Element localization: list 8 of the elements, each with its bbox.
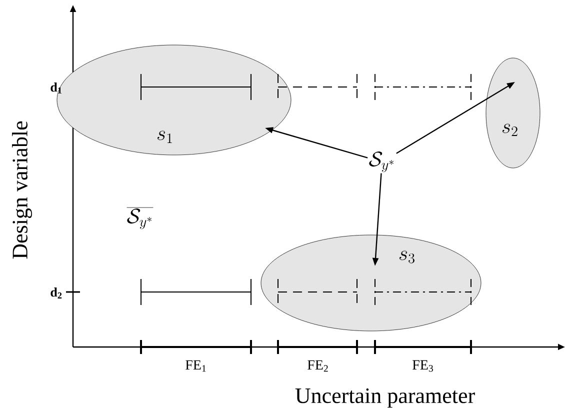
axis-label: d$_{2}$ [50, 288, 62, 298]
interval-label: FE$_{1}$ [186, 360, 206, 372]
set-symbol: $\overline{\mathcal{S}_{y^*}}$ [126, 208, 154, 230]
axis-title: Uncertain parameter [295, 388, 475, 408]
interval-label: FE$_{2}$ [308, 360, 328, 372]
set-symbol: $\mathcal{S}_{y^*}$ [369, 152, 394, 172]
axis-title: Design variable [12, 121, 32, 259]
interval-label: FE$_{3}$ [412, 360, 433, 372]
